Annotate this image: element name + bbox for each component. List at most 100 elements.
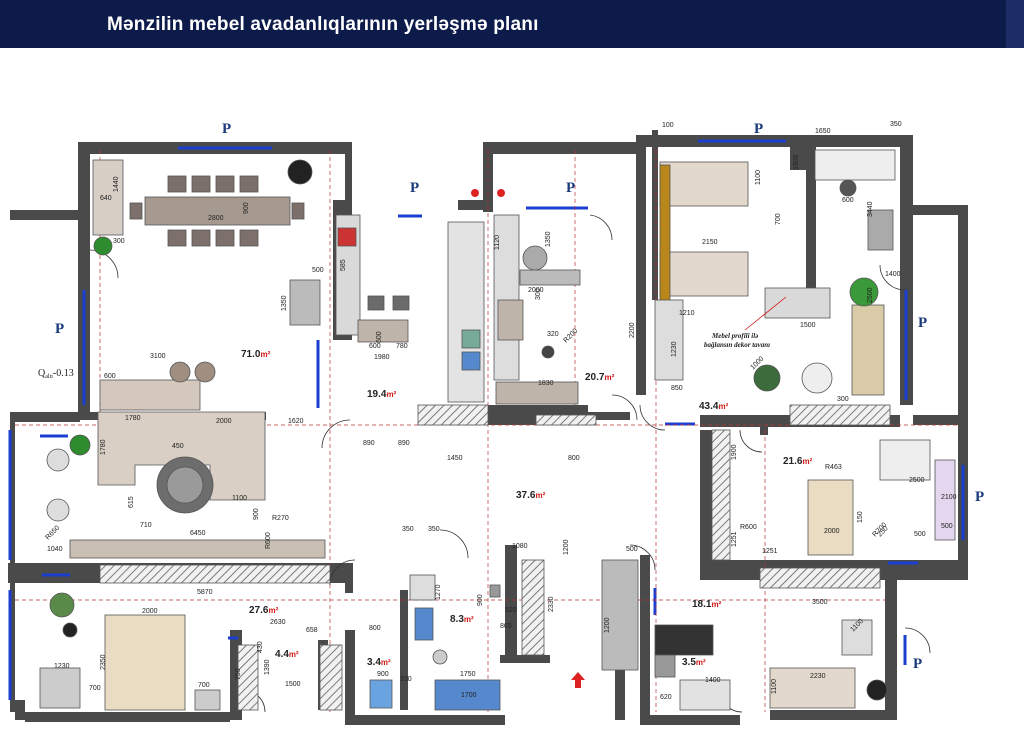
dimension-label: 890 [363,440,375,447]
dimension-label: 330 [400,676,412,683]
dimension-label: 450 [172,443,184,450]
dimension-label: 780 [396,343,408,350]
dimension-label: 1040 [47,546,63,553]
dimension-label: 2500 [909,477,925,484]
dimension-label: 2150 [702,239,718,246]
dimension-label: 1900 [793,154,800,170]
dimension-label: 3500 [812,599,828,606]
dimension-label: 900 [243,202,250,214]
dimension-label: 1200 [563,539,570,555]
level-mark: Qaltı-0.13 [38,368,74,380]
dimension-label: 620 [660,694,672,701]
page-title: Mənzilin mebel avadanlıqlarının yerləşmə… [107,14,539,35]
area-bedroom-master: 43.4m² [699,401,729,412]
dimension-label: 2000 [528,287,544,294]
svg-text:bağlansın dekor tavanı: bağlansın dekor tavanı [704,341,770,349]
dimension-label: 1080 [512,543,528,550]
dimension-label: 500 [914,531,926,538]
dimension-label: 300 [837,396,849,403]
dimension-label: 2330 [548,596,555,612]
dimension-label: 1700 [461,692,477,699]
area-bedroom-4: 18.1m² [692,599,722,610]
dimension-label: 1350 [281,295,288,311]
dimension-label: 500 [941,523,953,530]
dimension-label: 900 [253,508,260,520]
dimension-label: R463 [825,464,842,471]
dimension-label: 890 [398,440,410,447]
dimension-label: 2000 [824,528,840,535]
dimension-label: R270 [272,515,289,522]
area-kitchen-2: 20.7m² [585,372,615,383]
svg-text:Qaltı-0.13: Qaltı-0.13 [38,368,74,380]
dimension-label: 600 [842,197,854,204]
parking-label-5: P [55,321,64,337]
dimension-label: 1251 [731,531,738,547]
dimension-label: 500 [626,546,638,553]
dimension-label: 2100 [941,494,957,501]
dimension-label: 5870 [197,589,213,596]
dimension-label: 2000 [142,608,158,615]
parking-label-2: P [410,180,419,196]
dimension-label: 2000 [216,418,232,425]
dimension-label: 1780 [125,415,141,422]
dimension-label: 1390 [264,659,271,675]
floor-plan: P P P P P P P P Qaltı-0.13 71.0m² 19.4m²… [8,121,984,725]
area-bedroom-2: 21.6m² [783,456,813,467]
area-bedroom-3: 27.6m² [249,605,279,616]
dimension-label: 2200 [629,322,636,338]
dimension-label: 1620 [288,418,304,425]
dimension-label: 700 [775,213,782,225]
dimension-label: 2350 [100,654,107,670]
dimension-label: R600 [740,524,757,531]
dimension-label: 1900 [731,444,738,460]
dimension-label: 700 [198,682,210,689]
dimension-label: 1230 [671,341,678,357]
dimension-label: 1100 [232,495,247,502]
area-bath-1: 8.3m² [450,614,474,625]
dimension-label: 1270 [435,584,442,600]
dimension-label: 350 [428,526,440,533]
dimension-label: 520 [505,607,517,614]
area-hall: 37.6m² [516,490,546,501]
dimension-label: 640 [100,195,112,202]
dimension-label: 150 [857,511,864,523]
dimension-label: 800 [568,455,580,462]
ceiling-note: Mebel profili ilə bağlansın dekor tavanı [704,296,787,349]
dimension-label: 1440 [113,176,120,192]
area-wardrobe: 4.4m² [275,649,299,660]
dimension-label: 3440 [867,201,874,217]
dimension-label: 615 [128,496,135,508]
dimension-label: 350 [402,526,414,533]
dimension-label: 1450 [447,455,463,462]
dimension-label: 300 [113,238,125,245]
dimension-label: 850 [671,385,683,392]
dimension-label: 900 [377,671,389,678]
dimension-label: 1100 [755,170,762,185]
area-kitchen-1: 19.4m² [367,389,397,400]
dimension-label: 1120 [494,235,501,250]
area-living: 71.0m² [241,349,271,360]
red-markers [471,189,585,688]
dimension-label: 1230 [54,663,70,670]
dimension-label: 600 [376,331,383,343]
dimension-label: 6450 [190,530,206,537]
dimension-label: 300 [535,288,542,300]
parking-label-3: P [566,180,575,196]
dimension-label: 1980 [374,354,390,361]
dimension-label: 710 [140,522,152,529]
dimension-label: 1400 [705,677,721,684]
dimension-label: R200 [562,328,579,345]
room-areas: 71.0m² 19.4m² 20.7m² 43.4m² 21.6m² 37.6m… [241,349,813,668]
dimension-label: 1210 [679,310,695,317]
dimension-label: R600 [265,532,272,549]
dimension-label: 800 [369,625,381,632]
dimension-label: 1780 [100,439,107,455]
dimension-label: 700 [89,685,101,692]
dimension-label: 350 [890,121,902,128]
dimension-label: 1400 [885,271,901,278]
dimension-label: 2800 [208,215,224,222]
dimension-label: 100 [662,122,674,129]
dimension-label: 2230 [810,673,826,680]
dimension-label: 658 [306,627,318,634]
